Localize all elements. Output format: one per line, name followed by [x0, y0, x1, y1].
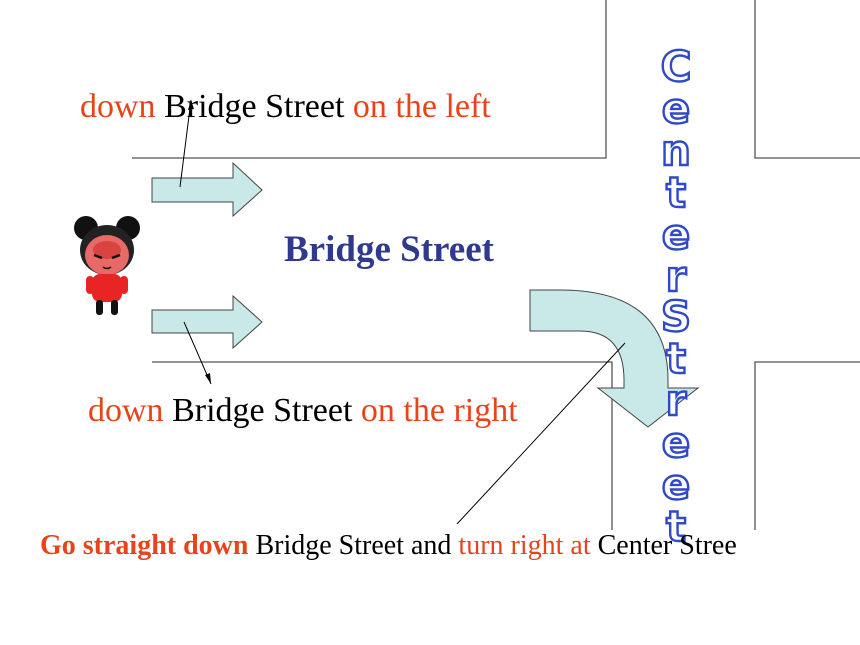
vertical-letter: e — [661, 460, 692, 509]
vertical-letter: t — [665, 334, 687, 383]
street-name-center-vertical: C e n t e r — [644, 42, 708, 301]
label-left-street: Bridge Street — [164, 88, 345, 125]
label-left-red: down — [80, 88, 156, 125]
straight-arrow-bottom-icon — [151, 294, 263, 350]
vertical-letter: r — [664, 252, 687, 301]
pointer-line-left — [179, 99, 192, 188]
road-edge-top-right — [754, 0, 860, 159]
cartoon-girl-icon — [74, 216, 140, 315]
label-on-the-left: down Bridge Street on the left — [80, 88, 491, 126]
street-name-street-vertical: S t r e e t — [644, 292, 708, 551]
road-lines — [132, 0, 860, 530]
vertical-letter: t — [665, 168, 687, 217]
sentence-go-straight: Go straight down — [40, 530, 249, 561]
road-edge-bottom-right — [754, 361, 860, 530]
sentence-street: Bridge Street and — [248, 530, 459, 561]
label-right-position: on the right — [360, 392, 518, 429]
pointer-head-left — [188, 100, 194, 110]
turn-right-arrow-icon — [529, 289, 700, 428]
vertical-letter: t — [665, 502, 687, 551]
label-left-position: on the left — [352, 88, 491, 125]
pointer-line-right — [183, 321, 212, 385]
vertical-letter: e — [661, 84, 692, 133]
vertical-letter: n — [660, 126, 692, 175]
directions-sentence: Go straight down Bridge Street and turn … — [40, 530, 737, 562]
street-name-bridge: Bridge Street — [284, 229, 494, 270]
sentence-center-street: Center Stree — [590, 530, 737, 561]
vertical-letter: e — [661, 210, 692, 259]
straight-arrow-top-icon — [151, 161, 263, 218]
road-edge-top-left — [132, 0, 607, 159]
label-right-red: down — [88, 392, 164, 429]
road-edge-bottom-left — [152, 361, 613, 530]
sentence-turn-right: turn right at — [458, 530, 591, 561]
vertical-letter: S — [660, 292, 693, 341]
vertical-letter: r — [664, 376, 687, 425]
pointer-line-sentence — [456, 342, 626, 525]
vertical-letter: e — [661, 418, 692, 467]
label-on-the-right: down Bridge Street on the right — [88, 392, 518, 430]
label-right-street: Bridge Street — [172, 392, 353, 429]
pointer-head-right — [205, 373, 211, 384]
vertical-letter: C — [659, 42, 692, 91]
